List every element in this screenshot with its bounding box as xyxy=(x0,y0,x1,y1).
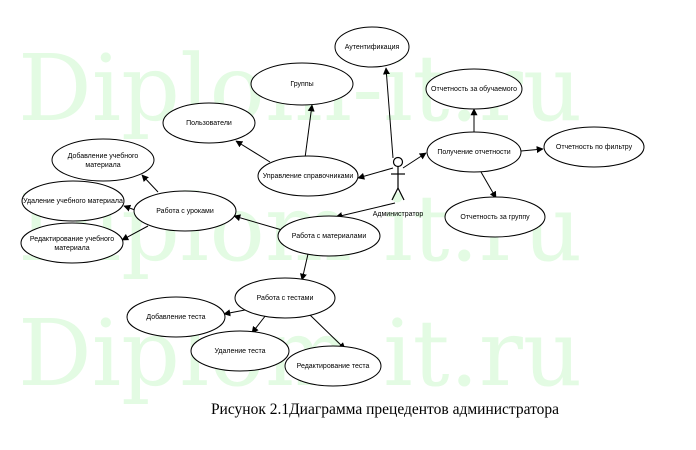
use-case-del-material-label: Удаление учебного материала xyxy=(23,197,123,205)
edge-refs-users xyxy=(235,140,271,163)
use-case-report-student[interactable]: Отчетность за обучаемого xyxy=(425,68,523,110)
use-case-report-group-label: Отчетность за группу xyxy=(460,214,530,221)
use-case-report-student-label: Отчетность за обучаемого xyxy=(431,85,517,93)
use-case-lessons-label: Работа с уроками xyxy=(156,207,214,215)
use-case-report-filter[interactable]: Отчетность по фильтру xyxy=(543,126,645,168)
use-case-materials-label: Работа с материалами xyxy=(292,232,367,240)
use-case-users[interactable]: Пользователи xyxy=(162,102,256,144)
use-case-del-test[interactable]: Удаление теста xyxy=(190,330,290,372)
use-case-report-group[interactable]: Отчетность за группу xyxy=(444,196,546,238)
edge-refs-groups xyxy=(304,104,315,159)
edge-actor-manage-refs xyxy=(357,167,394,180)
use-case-groups[interactable]: Группы xyxy=(250,62,354,106)
actor-label: Администратор xyxy=(373,211,424,218)
actor-left-leg-icon xyxy=(391,187,399,201)
use-case-manage-refs-label: Управление справочниками xyxy=(263,173,354,180)
use-case-del-test-label: Удаление теста xyxy=(214,348,265,355)
use-case-edit-test[interactable]: Редактирование теста xyxy=(284,345,382,387)
edge-tests-del-test xyxy=(251,314,267,334)
edge-actor-auth xyxy=(382,67,394,159)
use-case-materials-shape xyxy=(277,215,381,257)
use-case-get-reports-shape xyxy=(426,131,522,173)
use-case-report-filter-shape xyxy=(543,126,645,168)
figure-caption: Рисунок 2.1Диаграмма прецедентов админис… xyxy=(211,401,559,418)
use-case-tests-label: Работа с тестами xyxy=(257,294,314,302)
use-case-auth-shape xyxy=(334,26,410,68)
use-case-add-test-shape xyxy=(126,296,226,338)
use-case-edit-test-label: Редактирование теста xyxy=(297,363,370,370)
actor-admin[interactable]: Администратор xyxy=(373,156,424,219)
use-case-users-shape xyxy=(162,102,256,144)
use-case-manage-refs-shape xyxy=(257,155,359,197)
use-case-del-test-shape xyxy=(190,330,290,372)
use-case-report-filter-label: Отчетность по фильтру xyxy=(556,144,633,151)
edge-actor-reports xyxy=(402,152,427,169)
edge-tests-edit-test xyxy=(309,314,346,350)
use-case-add-material-label-2: материала xyxy=(85,162,120,169)
use-case-report-student-shape xyxy=(425,68,523,110)
use-case-edit-material-shape xyxy=(20,222,124,264)
use-case-groups-shape xyxy=(250,62,354,106)
use-case-get-reports[interactable]: Получение отчетности xyxy=(426,131,522,173)
use-case-auth-label: Аутентификация xyxy=(345,44,400,51)
use-case-auth[interactable]: Аутентификация xyxy=(334,26,410,68)
edge-materials-lessons xyxy=(233,214,283,231)
use-case-manage-refs[interactable]: Управление справочниками xyxy=(257,155,359,197)
use-case-del-material-shape xyxy=(21,180,125,222)
use-case-add-material-shape xyxy=(51,138,155,182)
use-case-lessons-shape xyxy=(133,190,237,232)
use-case-tests[interactable]: Работа с тестами xyxy=(234,277,336,319)
use-case-edit-material[interactable]: Редактирование учебного материала xyxy=(20,222,124,264)
use-case-tests-shape xyxy=(234,277,336,319)
use-case-materials[interactable]: Работа с материалами xyxy=(277,215,381,257)
use-case-edit-material-label-1: Редактирование учебного xyxy=(30,235,114,243)
actor-head-icon xyxy=(392,156,404,168)
associations xyxy=(121,67,544,350)
edge-materials-tests xyxy=(300,253,309,281)
use-case-edit-test-shape xyxy=(284,345,382,387)
use-case-lessons[interactable]: Работа с уроками xyxy=(133,190,237,232)
use-case-add-material[interactable]: Добавление учебного материала xyxy=(51,138,155,182)
use-case-report-group-shape xyxy=(444,196,546,238)
use-case-get-reports-label: Получение отчетности xyxy=(437,149,510,156)
edge-lessons-add-material xyxy=(141,174,159,193)
actor-right-leg-icon xyxy=(397,187,405,201)
use-case-add-material-label-1: Добавление учебного xyxy=(68,152,139,160)
use-case-del-material[interactable]: Удаление учебного материала xyxy=(21,180,125,222)
edge-tests-add-test xyxy=(223,309,246,317)
edge-lessons-edit-material xyxy=(121,225,149,241)
edge-lessons-del-material xyxy=(123,204,136,212)
use-case-add-test[interactable]: Добавление теста xyxy=(126,296,226,338)
edge-reports-filter xyxy=(520,146,544,154)
use-case-users-label: Пользователи xyxy=(186,120,232,127)
edge-actor-materials xyxy=(335,202,396,219)
use-case-edit-material-label-2: материала xyxy=(54,245,89,252)
use-case-groups-label: Группы xyxy=(290,81,313,88)
edge-reports-group xyxy=(480,171,497,199)
use-case-add-test-label: Добавление теста xyxy=(146,313,205,321)
